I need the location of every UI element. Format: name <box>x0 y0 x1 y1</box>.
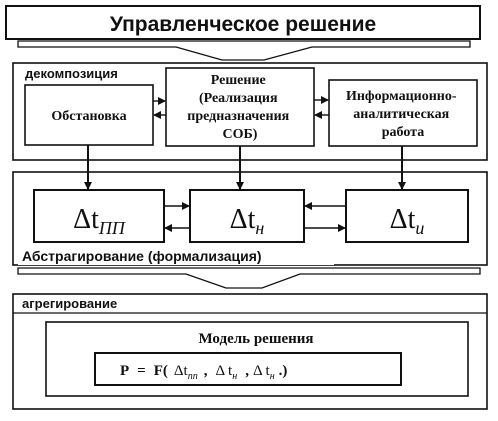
info-line: аналитическая <box>353 107 449 122</box>
funnel-bottom <box>17 267 481 289</box>
abstraction-label-bg <box>18 247 334 265</box>
formula-func: F( <box>154 363 168 379</box>
abstraction-label: Абстрагирование (формализация) <box>22 248 262 264</box>
formula-eq: = <box>137 363 146 379</box>
formula-box <box>94 352 402 386</box>
delta-subscript: и <box>415 218 424 238</box>
formula-term-subscript: пп <box>188 371 198 382</box>
decision-text: Решение (Реализация предназначения СОБ) <box>187 73 292 142</box>
title-text: Управленческое решение <box>110 13 376 36</box>
formula-term-symbol: Δ t <box>253 363 271 379</box>
situation-box <box>24 84 154 146</box>
title-box <box>5 5 481 40</box>
delta-n-box <box>189 189 305 243</box>
delta-symbol: Δt <box>230 204 256 235</box>
decision-line: Решение <box>211 73 266 88</box>
formula-text: P=F(Δtпп,Δ tн,Δ tн.) <box>120 363 287 382</box>
decision-box <box>165 67 315 147</box>
decision-line: (Реализация <box>199 91 278 106</box>
aggregation-label: агрегирование <box>22 296 117 311</box>
decision-line: предназначения <box>187 109 289 124</box>
delta-n-text: Δtн <box>230 204 265 238</box>
formula-term-subscript: н <box>270 371 275 382</box>
formula-close: .) <box>279 363 288 379</box>
info-line: Информационно- <box>346 89 457 104</box>
info-box <box>328 79 478 147</box>
funnel-top <box>17 40 471 61</box>
delta-subscript: ПП <box>98 218 126 238</box>
delta-subscript: н <box>255 218 264 238</box>
info-line: работа <box>382 125 424 140</box>
decision-line: СОБ) <box>223 127 258 142</box>
delta-pp-text: ΔtПП <box>73 204 126 238</box>
delta-i-box <box>345 189 469 243</box>
formula-separator: , <box>204 363 208 379</box>
formula-term-symbol: Δ t <box>215 363 233 379</box>
formula-term-symbol: Δt <box>174 363 189 379</box>
info-text: Информационно- аналитическая работа <box>346 89 460 140</box>
formula-term-subscript: н <box>232 371 237 382</box>
delta-pp-box <box>33 189 165 243</box>
delta-i-text: Δtи <box>390 204 425 238</box>
model-title: Модель решения <box>198 331 313 347</box>
decomposition-label: декомпозиция <box>25 66 118 81</box>
situation-text: Обстановка <box>51 109 126 124</box>
formula-lhs: P <box>120 363 129 379</box>
formula-separator: , <box>245 363 249 379</box>
delta-symbol: Δt <box>73 204 99 235</box>
delta-symbol: Δt <box>390 204 416 235</box>
